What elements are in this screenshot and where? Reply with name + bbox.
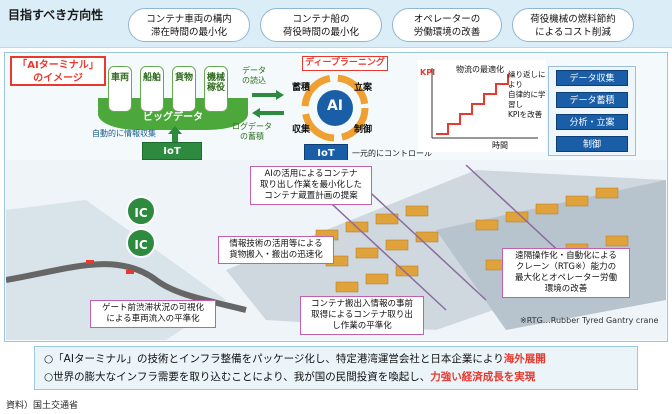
log-store-text: ログデータ の蓄積 (232, 122, 272, 141)
cycle-control: 制御 (556, 136, 628, 152)
up-arrow-icon (168, 126, 182, 142)
ai-terminal-label: 「AIターミナル」 のイメージ (10, 56, 106, 86)
goal-item: 荷役機械の燃料節約 によるコスト削減 (512, 8, 634, 42)
callout-info-tech: 情報技術の活用等による 貨物搬入・搬出の迅速化 (218, 236, 334, 264)
kpi-title: 物流の最適化 (456, 65, 504, 74)
cycle-analyze-plan: 分析・立案 (556, 114, 628, 130)
cycle-data-store: データ蓄積 (556, 92, 628, 108)
cylinder-vehicle: 車両 (108, 66, 132, 112)
ai-cycle-graphic (301, 74, 369, 142)
summary-line-2: ○世界の膨大なインフラ需要を取り込むことにより、我が国の民間投資を喚起し、力強い… (44, 371, 536, 383)
kpi-x-label: 時間 (492, 141, 508, 150)
left-arrow-icon (252, 108, 284, 118)
summary-highlight-2: 力強い経済成長を実現 (430, 371, 536, 383)
rtg-footnote: ※RTG…Rubber Tyred Gantry crane (520, 316, 659, 325)
ic-badge: IC (126, 228, 156, 258)
summary-highlight-1: 海外展開 (503, 353, 546, 365)
kpi-chart (418, 60, 546, 152)
goal-item: コンテナ船の 荷役時間の最小化 (260, 8, 382, 42)
ic-badge: IC (126, 196, 156, 226)
goal-item: コンテナ車両の構内 滞在時間の最小化 (128, 8, 250, 42)
cycle-data-collect: データ収集 (556, 70, 628, 86)
auto-collect-text: 自動的に情報収集 (92, 129, 156, 138)
cycle-word-plan: 立案 (354, 83, 373, 93)
cycle-word-control: 制御 (354, 125, 373, 135)
right-arrow-icon (252, 90, 284, 100)
summary-box (34, 346, 638, 390)
callout-container-info: コンテナ搬出入情報の事前 取得によるコンテナ取り出 し作業の平準化 (300, 296, 424, 335)
ai-text: AI (326, 98, 344, 114)
goal-item: オペレーターの 労働環境の改善 (392, 8, 502, 42)
data-read-text: データ の読込 (242, 66, 266, 85)
callout-rtg: 遠隔操作化・自動化による クレーン（RTG※）能力の 最大化とオペレーター労働 … (502, 248, 630, 298)
kpi-step-graphic (431, 68, 538, 139)
iot-box-left: IoT (142, 142, 202, 160)
goals-title: 目指すべき方向性 (8, 8, 104, 22)
cylinder-cargo: 貨物 (172, 66, 196, 112)
kpi-note: 繰り返しにより 自律的に学習し KPIを改善 (508, 70, 546, 119)
kpi-axis-label: KPI (420, 68, 436, 77)
callout-ai-plan: AIの活用によるコンテナ 取り出し作業を最小化した コンテナ蔵置計画の提案 (250, 166, 372, 205)
cycle-word-collect: 収集 (292, 125, 311, 135)
summary-line-1: ○「AIターミナル」の技術とインフラ整備をパッケージ化し、特定港湾運営会社と日本… (44, 353, 546, 365)
deep-learning-label: ディープラーニング (302, 56, 388, 71)
iot-box-center: IoT (304, 144, 348, 162)
cylinder-ship: 船舶 (140, 66, 164, 112)
unified-control-text: 一元的にコントロール (352, 149, 432, 158)
cylinder-machine: 機械稼役 (204, 66, 228, 112)
callout-gate: ゲート前渋滞状況の可視化 による車両流入の平準化 (90, 300, 216, 328)
bigdata-label: ビッグデータ (143, 112, 203, 123)
cycle-word-store: 蓄積 (292, 83, 311, 93)
source-note: 資料）国土交通省 (6, 401, 79, 411)
